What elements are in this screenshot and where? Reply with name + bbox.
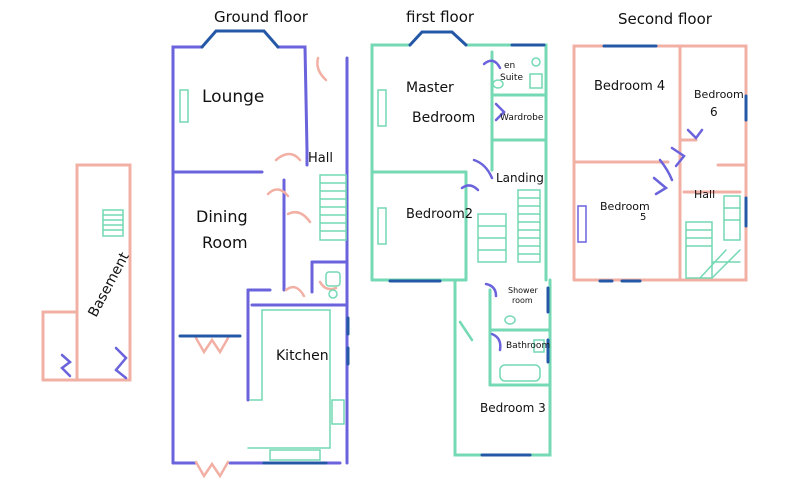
bathroom-door <box>490 332 502 352</box>
ground-floor-plan <box>171 29 350 479</box>
bedroom4-door <box>658 158 674 182</box>
master-door <box>472 158 494 180</box>
room-label-dining: Dining <box>196 207 248 226</box>
lounge-door <box>274 152 302 162</box>
bedroom5-radiator <box>577 205 587 243</box>
basement-plan <box>41 163 132 382</box>
bedroom2-radiator <box>377 207 387 245</box>
shower-door <box>484 282 498 298</box>
master-radiator <box>377 89 387 127</box>
bedroom2-door <box>460 184 480 192</box>
hall-stairs <box>319 174 347 241</box>
room-label-bedroom5: Bedroom <box>600 200 650 213</box>
wc-door <box>318 280 338 291</box>
room-label-suite: Suite <box>500 73 523 83</box>
room-label-bedroom4: Bedroom 4 <box>594 79 665 94</box>
second-floor-title: Second floor <box>618 10 713 28</box>
landing-stairs <box>477 189 541 263</box>
room-label-bedroom6-number: 6 <box>710 105 718 119</box>
room-label-hall-second: Hall <box>694 188 715 201</box>
bedroom3-door <box>458 320 474 342</box>
ensuite-fixtures <box>492 57 543 89</box>
room-label-master: Master <box>406 80 454 96</box>
bathroom-fixtures <box>499 315 545 382</box>
room-label-shower: Shower <box>508 286 539 295</box>
master-bay-window <box>408 30 468 47</box>
room-label-bedroom: Bedroom <box>412 110 475 126</box>
room-label-shower-room: room <box>512 296 533 305</box>
lounge-radiator <box>179 89 189 123</box>
ground-floor-title: Ground floor <box>214 8 309 26</box>
under-stairs-door <box>286 211 312 224</box>
room-label-bedroom6: Bedroom <box>694 88 744 101</box>
room-label-room: Room <box>202 233 248 252</box>
bedroom6-door <box>686 128 704 140</box>
room-label-basement: Basement <box>85 249 133 319</box>
kitchen-door <box>284 285 306 298</box>
bedroom5-door <box>652 176 669 196</box>
dining-patio-door <box>194 336 230 355</box>
ensuite-door <box>482 59 502 70</box>
room-label-wardrobe: Wardrobe <box>500 113 544 123</box>
basement-door <box>60 353 72 378</box>
room-label-hall-ground: Hall <box>308 151 333 166</box>
second-floor-stairs <box>685 195 741 279</box>
dining-door <box>266 188 290 198</box>
room-label-en: en <box>504 61 515 71</box>
room-label-bathroom: Bathroom <box>506 341 550 351</box>
second-floor-plan <box>572 44 748 283</box>
room-label-bedroom3: Bedroom 3 <box>480 401 546 415</box>
basement-stairs <box>102 209 124 237</box>
rear-patio-door <box>194 460 230 479</box>
room-label-bedroom2: Bedroom2 <box>406 207 473 222</box>
room-label-bedroom5-number: 5 <box>640 212 646 223</box>
room-label-kitchen: Kitchen <box>276 348 329 364</box>
landing-door <box>670 146 686 168</box>
room-label-landing: Landing <box>496 171 544 185</box>
room-label-lounge: Lounge <box>202 87 264 107</box>
basement-door-2 <box>114 346 128 380</box>
lounge-bay-window <box>200 29 280 49</box>
kitchen-worktops <box>247 309 345 461</box>
first-floor-title: first floor <box>406 8 475 26</box>
first-floor-plan <box>370 30 552 457</box>
front-door <box>316 56 328 82</box>
ground-wc <box>325 271 341 299</box>
wardrobe-door <box>494 102 506 122</box>
